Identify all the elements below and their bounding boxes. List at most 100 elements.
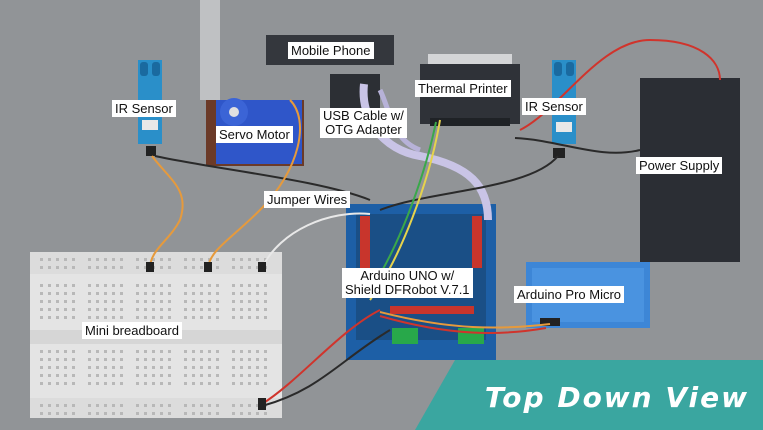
breadboard-hole — [56, 308, 59, 311]
breadboard-hole — [184, 404, 187, 407]
pin-header — [258, 398, 266, 410]
breadboard-hole — [96, 316, 99, 319]
breadboard-hole — [160, 308, 163, 311]
breadboard-hole — [232, 284, 235, 287]
pin-header — [204, 262, 212, 272]
breadboard-hole — [104, 308, 107, 311]
breadboard-hole — [168, 358, 171, 361]
breadboard-hole — [120, 266, 123, 269]
breadboard-hole — [40, 258, 43, 261]
breadboard-hole — [256, 308, 259, 311]
breadboard-hole — [248, 382, 251, 385]
breadboard-hole — [48, 350, 51, 353]
breadboard-hole — [248, 358, 251, 361]
breadboard-hole — [216, 316, 219, 319]
breadboard-hole — [104, 366, 107, 369]
breadboard-hole — [56, 266, 59, 269]
breadboard-hole — [40, 308, 43, 311]
breadboard-hole — [88, 284, 91, 287]
breadboard-hole — [232, 366, 235, 369]
label-mini-breadboard: Mini breadboard — [82, 322, 182, 339]
breadboard-hole — [40, 350, 43, 353]
breadboard-hole — [96, 266, 99, 269]
breadboard-hole — [136, 350, 139, 353]
breadboard-hole — [208, 284, 211, 287]
breadboard-hole — [56, 404, 59, 407]
breadboard-hole — [152, 374, 155, 377]
breadboard-hole — [40, 266, 43, 269]
breadboard-hole — [216, 366, 219, 369]
breadboard-hole — [96, 300, 99, 303]
breadboard-hole — [56, 366, 59, 369]
breadboard-hole — [168, 266, 171, 269]
breadboard-hole — [232, 374, 235, 377]
breadboard-hole — [216, 284, 219, 287]
breadboard-hole — [96, 358, 99, 361]
breadboard-hole — [248, 366, 251, 369]
breadboard-hole — [216, 374, 219, 377]
breadboard-hole — [192, 292, 195, 295]
breadboard-hole — [88, 300, 91, 303]
banner-title: Top Down View — [485, 381, 749, 414]
breadboard-hole — [240, 292, 243, 295]
breadboard-hole — [120, 382, 123, 385]
breadboard-hole — [112, 258, 115, 261]
breadboard-hole — [144, 300, 147, 303]
breadboard-hole — [136, 358, 139, 361]
breadboard-hole — [144, 316, 147, 319]
label-usb-cable-line2: OTG Adapter — [325, 122, 402, 137]
breadboard-hole — [160, 366, 163, 369]
breadboard-hole — [200, 350, 203, 353]
breadboard-hole — [184, 374, 187, 377]
breadboard-hole — [120, 292, 123, 295]
breadboard-hole — [120, 358, 123, 361]
breadboard-hole — [248, 374, 251, 377]
breadboard-hole — [88, 358, 91, 361]
breadboard-hole — [104, 382, 107, 385]
breadboard-hole — [112, 382, 115, 385]
breadboard-hole — [192, 258, 195, 261]
breadboard-hole — [48, 412, 51, 415]
breadboard-hole — [72, 258, 75, 261]
breadboard-hole — [208, 300, 211, 303]
breadboard-hole — [240, 358, 243, 361]
breadboard-hole — [104, 350, 107, 353]
breadboard-hole — [200, 316, 203, 319]
breadboard-hole — [136, 404, 139, 407]
label-ir-sensor-right: IR Sensor — [522, 98, 586, 115]
breadboard-hole — [56, 382, 59, 385]
breadboard-hole — [240, 366, 243, 369]
breadboard-hole — [256, 350, 259, 353]
breadboard-hole — [48, 316, 51, 319]
breadboard-hole — [112, 300, 115, 303]
breadboard-hole — [184, 284, 187, 287]
label-usb-cable: USB Cable w/ OTG Adapter — [320, 108, 407, 138]
breadboard-hole — [240, 308, 243, 311]
breadboard-hole — [88, 292, 91, 295]
breadboard-hole — [192, 374, 195, 377]
breadboard-hole — [240, 350, 243, 353]
breadboard-hole — [104, 300, 107, 303]
breadboard-hole — [256, 258, 259, 261]
breadboard-hole — [120, 350, 123, 353]
breadboard-hole — [264, 412, 267, 415]
breadboard-hole — [232, 350, 235, 353]
breadboard-hole — [256, 300, 259, 303]
breadboard-hole — [200, 382, 203, 385]
breadboard-hole — [48, 308, 51, 311]
breadboard-hole — [160, 300, 163, 303]
breadboard-hole — [208, 316, 211, 319]
breadboard-hole — [40, 404, 43, 407]
breadboard-hole — [88, 404, 91, 407]
breadboard-hole — [72, 292, 75, 295]
breadboard-hole — [264, 300, 267, 303]
breadboard-hole — [184, 266, 187, 269]
breadboard-hole — [120, 404, 123, 407]
breadboard-hole — [216, 358, 219, 361]
breadboard-hole — [104, 404, 107, 407]
breadboard-hole — [144, 412, 147, 415]
breadboard-hole — [120, 366, 123, 369]
breadboard-hole — [48, 374, 51, 377]
breadboard-hole — [104, 266, 107, 269]
